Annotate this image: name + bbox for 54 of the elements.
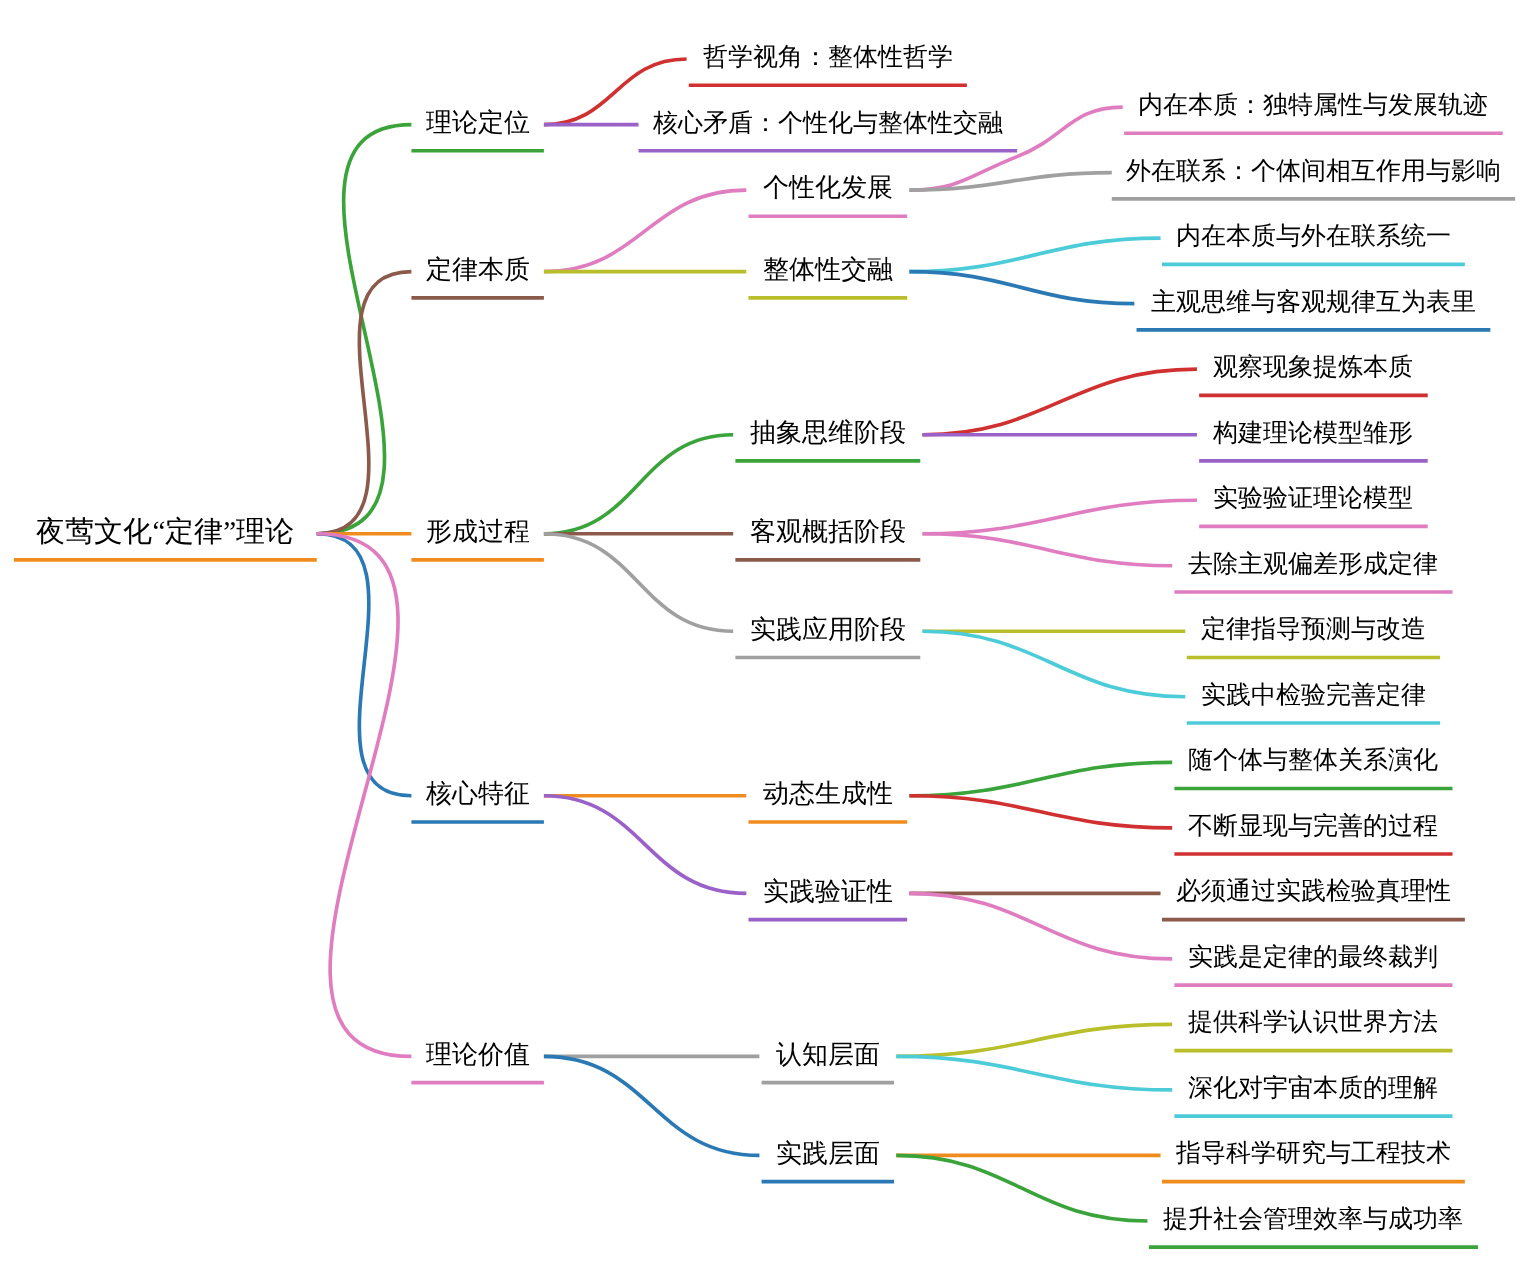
node-text: 定律指导预测与改造 [1200,613,1426,643]
connector [543,56,687,126]
node-text: 定律本质 [425,254,530,284]
node-text: 核心特征 [425,778,530,808]
node-text: 核心矛盾：个性化与整体性交融 [652,107,1003,137]
node-text: 实验验证理论模型 [1213,482,1414,512]
connector [896,1054,1173,1092]
node-text: 内在本质：独特属性与发展轨迹 [1138,89,1489,119]
connector [543,122,639,126]
connector [909,269,1135,305]
node-text: 实践应用阶段 [749,614,906,644]
connector [543,531,734,633]
node-text: 观察现象提炼本质 [1213,351,1414,381]
node-text: 提升社会管理效率与成功率 [1163,1203,1464,1233]
node-text: 夜莺文化“定律”理论 [36,514,295,547]
node-text: 实践验证性 [762,876,893,906]
node-text: 必须通过实践检验真理性 [1175,875,1451,905]
node-text: 实践中检验完善定律 [1200,679,1426,709]
connector [543,187,747,273]
connector [896,1153,1148,1223]
node-text: 外在联系：个体间相互作用与影响 [1125,155,1501,185]
connector [543,793,747,895]
node-text: 整体性交融 [762,254,893,284]
node-text: 内在本质与外在联系统一 [1175,220,1451,250]
connector [922,628,1186,633]
node-text: 不断显现与完善的过程 [1188,810,1439,840]
node-text: 主观思维与客观规律互为表里 [1150,286,1476,316]
connector [909,793,1173,830]
node-text: 随个体与整体关系演化 [1188,744,1439,774]
node-text: 抽象思维阶段 [749,417,906,447]
node-text: 提供科学认识世界方法 [1188,1006,1439,1036]
connector [909,104,1123,192]
connector [922,432,1197,436]
node-text: 理论定位 [425,107,530,137]
node-text: 认知层面 [775,1039,880,1069]
node-text: 去除主观偏差形成定律 [1188,548,1439,578]
connector [543,269,747,273]
connector [909,170,1112,192]
node-text: 客观概括阶段 [749,516,906,546]
node-text: 动态生成性 [762,778,893,808]
connector [922,366,1198,436]
node-text: 指导科学研究与工程技术 [1175,1137,1451,1167]
node-text: 个性化发展 [762,172,893,202]
connector [922,531,1173,568]
node-text: 理论价值 [425,1039,530,1069]
node-text: 深化对宇宙本质的理解 [1188,1072,1439,1102]
node-text: 构建理论模型雏形 [1213,417,1414,447]
node-text: 实践是定律的最终裁判 [1188,941,1439,971]
connector [922,628,1186,699]
node-text: 实践层面 [775,1138,880,1168]
connector [909,891,1173,961]
node-text: 哲学视角：整体性哲学 [702,41,953,71]
connector [543,1054,760,1157]
node-text: 形成过程 [425,516,530,546]
